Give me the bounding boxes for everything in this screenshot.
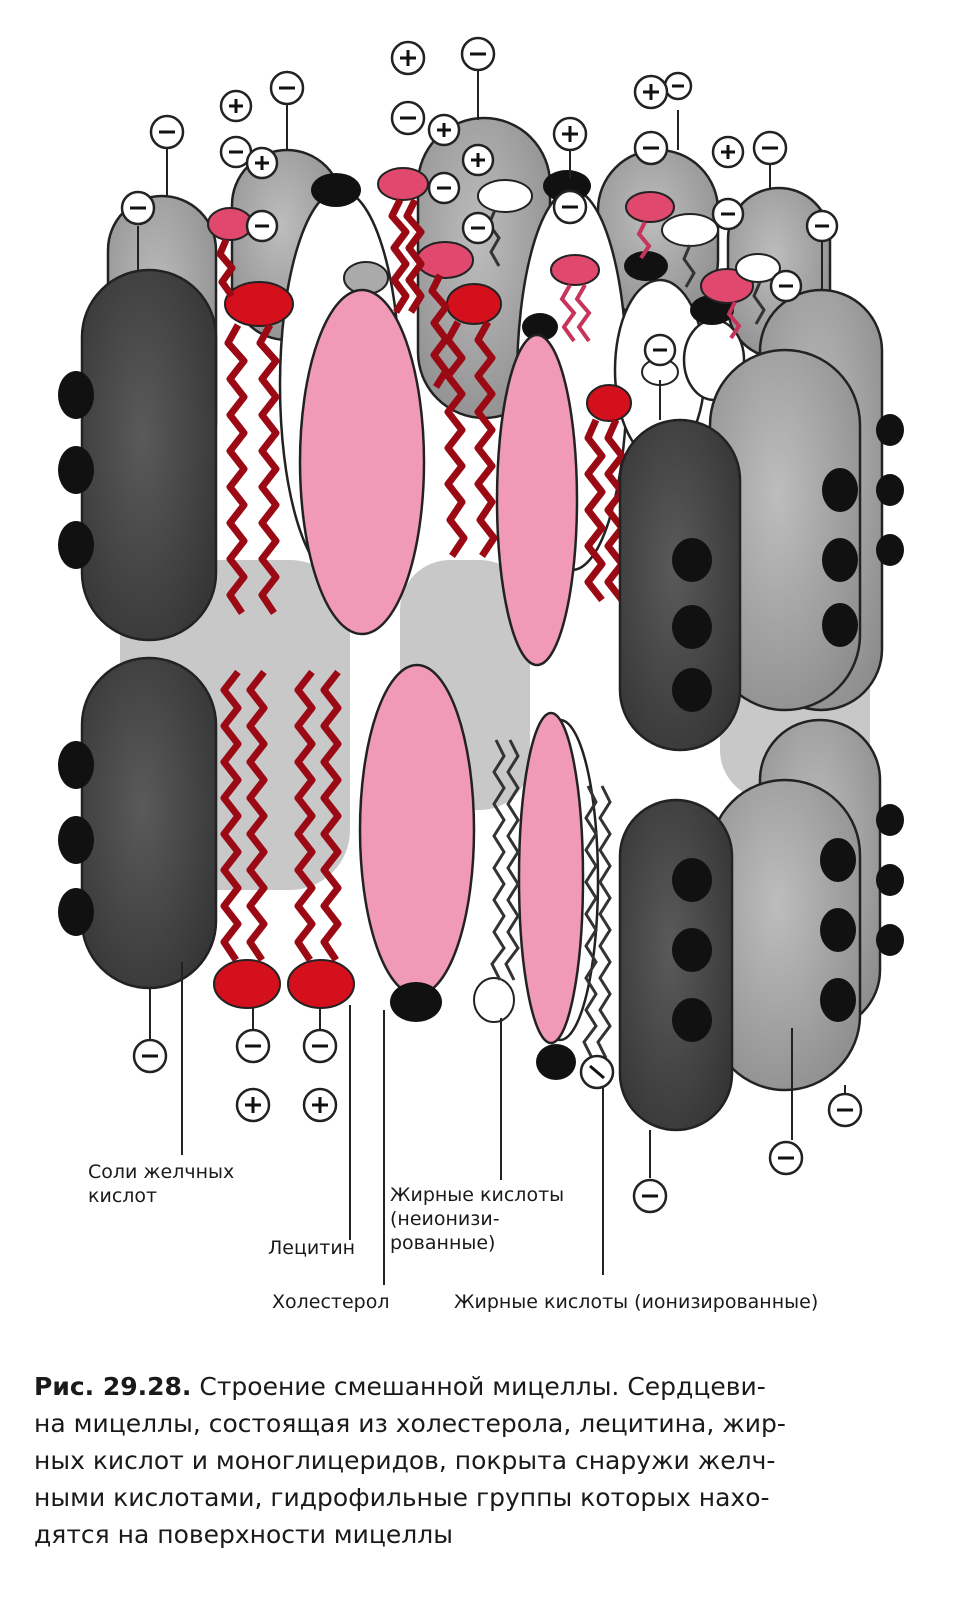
label-fa-nonionized-line1: Жирные кислоты [390,1184,565,1206]
plus-charge-icon [427,113,461,147]
fatty-acid-heads-top [207,167,754,304]
minus-charge-icon [460,36,496,72]
label-fatty-acids-ionized: Жирные кислоты (ионизированные) [454,1291,819,1313]
label-fa-nonionized-line3: рованные) [390,1232,496,1254]
minus-charge-icon [643,333,677,367]
minus-charge-icon [427,171,461,205]
caption-line-5: дятся на поверхности мицеллы [34,1520,453,1549]
minus-charge-icon [245,209,279,243]
positive-charges [219,40,745,1123]
plus-charge-icon [390,40,426,76]
label-fatty-acids-nonionized: Жирные кислоты (неионизи- рованные) [390,1183,564,1255]
negative-charges [120,36,863,1214]
minus-charge-icon [632,1178,668,1214]
minus-charge-icon [711,197,745,231]
lecithin-heads [213,281,632,1009]
label-lecithin: Лецитин [268,1237,356,1259]
figure-number: Рис. 29.28. [34,1372,192,1401]
caption-line-3: ных кислот и моноглицеридов, покрыта сна… [34,1446,776,1475]
caption-line-2: на мицеллы, состоящая из холестерола, ле… [34,1409,786,1438]
minus-charge-icon [663,71,693,101]
lecithin-chains-dark-red [216,198,626,962]
caption-line-4: ными кислотами, гидрофильные группы кото… [34,1483,770,1512]
minus-charge-icon [302,1028,338,1064]
plus-charge-icon [711,135,745,169]
plus-charge-icon [245,146,279,180]
caption-text-1: Строение смешанной мицеллы. Сердцеви- [191,1372,766,1401]
minus-charge-icon [390,100,426,136]
mixed-micelle-diagram [58,36,904,1285]
minus-charge-icon [149,114,185,150]
fatty-acid-chains-pink [559,221,742,343]
minus-charge-icon [269,70,305,106]
label-bile-salts-line1: Соли желчных [88,1161,235,1183]
hydroxyl-bumps [58,371,904,1042]
caption-line-1: Рис. 29.28. Строение смешанной мицеллы. … [34,1368,939,1405]
minus-charge-icon [235,1028,271,1064]
minus-charge-icon [769,269,803,303]
figure-caption: Рис. 29.28. Строение смешанной мицеллы. … [34,1368,939,1553]
cholesterol-molecules [298,288,585,1045]
label-cholesterol: Холестерол [272,1291,390,1313]
minus-charge-icon [827,1092,863,1128]
plus-charge-icon [302,1087,338,1123]
plus-charge-icon [235,1087,271,1123]
minus-charge-icon [552,189,588,225]
minus-charge-icon [120,190,156,226]
plus-charge-icon [219,89,253,123]
minus-charge-icon [752,130,788,166]
label-leader-lines [181,962,604,1285]
plus-charge-icon [552,116,588,152]
bile-salts-right [618,348,882,1132]
fatty-acid-heads-white [473,179,781,1023]
label-fa-nonionized-line2: (неионизи- [390,1208,500,1230]
plus-charge-icon [633,74,669,110]
minus-charge-icon [132,1038,168,1074]
label-bile-salts-line2: кислот [88,1185,158,1207]
bile-salts-left [80,268,218,990]
minus-charge-icon [633,130,669,166]
minus-charge-icon [805,209,839,243]
label-bile-salts: Соли желчных кислот [88,1160,234,1208]
minus-charge-icon [461,211,495,245]
minus-charge-icon [579,1054,615,1090]
minus-charge-icon [768,1140,804,1176]
bottom-black-groups [390,982,576,1080]
plus-charge-icon [461,143,495,177]
charge-sticks [137,70,846,1178]
